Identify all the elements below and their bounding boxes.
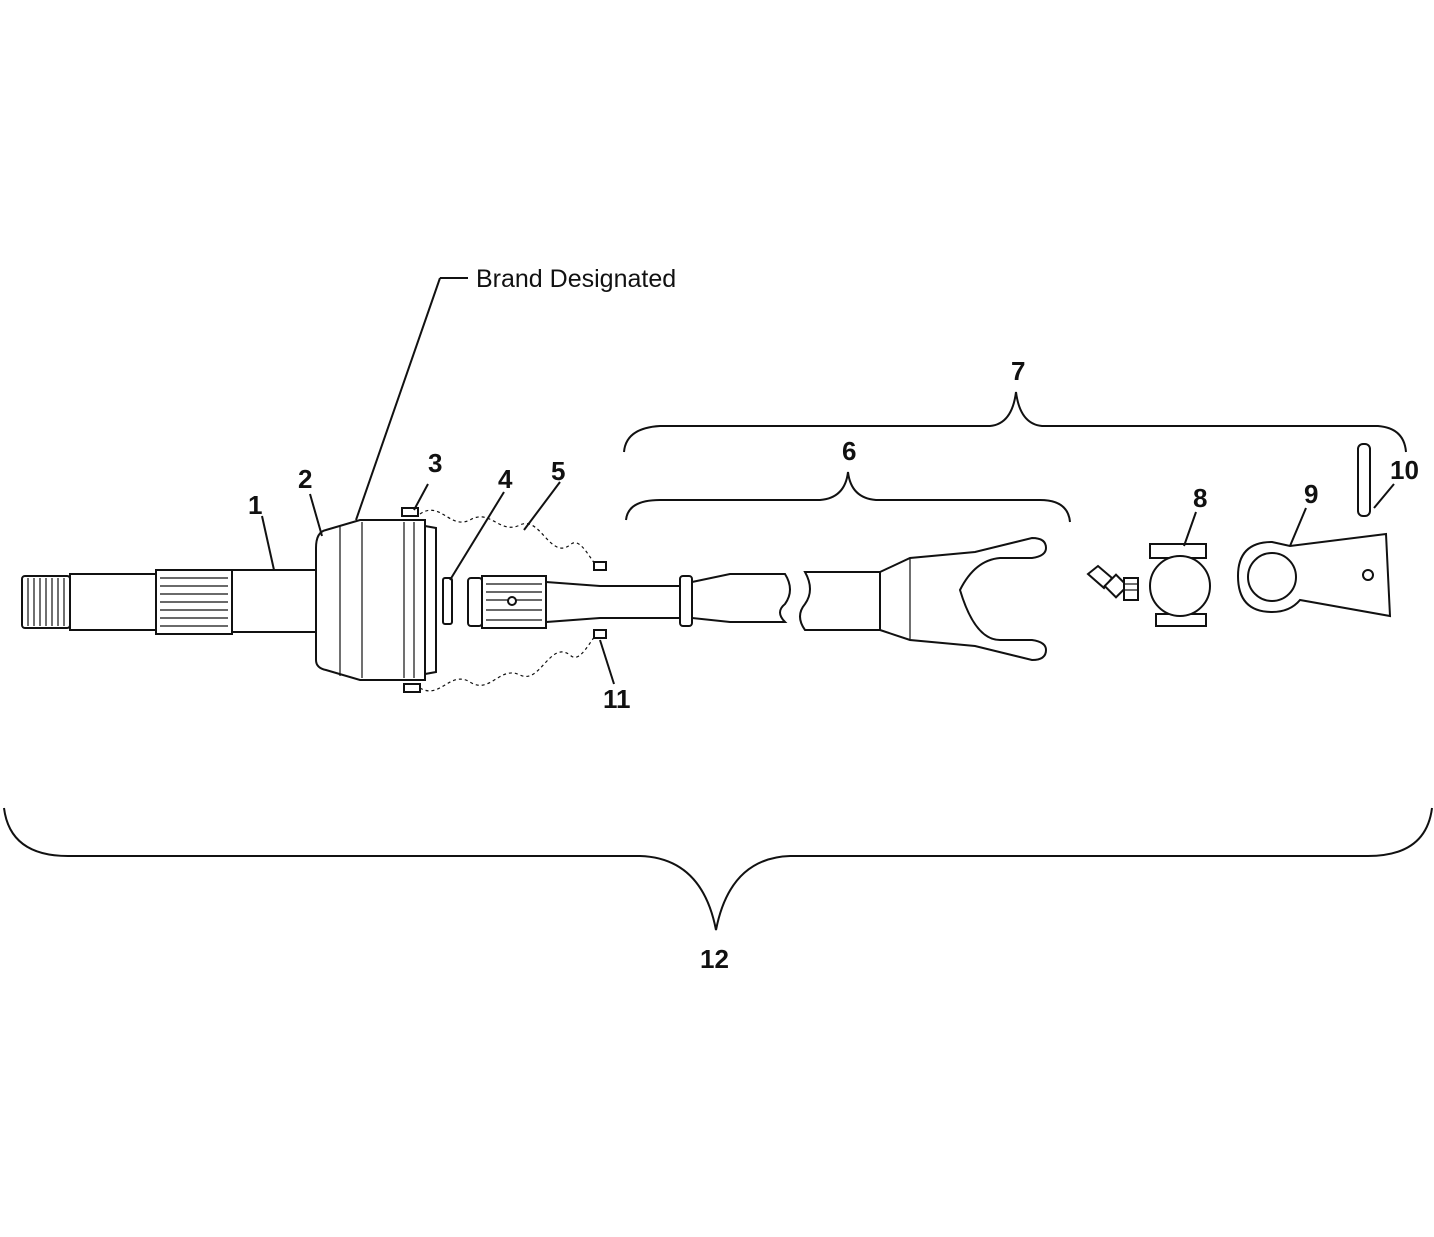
- grease-fitting-part-8: [1086, 564, 1139, 601]
- callout-1: 1: [248, 490, 262, 520]
- callout-6: 6: [842, 436, 856, 466]
- callout-5: 5: [551, 456, 565, 486]
- callout-3: 3: [428, 448, 442, 478]
- callout-10: 10: [1390, 455, 1419, 485]
- callout-9: 9: [1304, 479, 1318, 509]
- brand-designated-note: Brand Designated: [476, 265, 676, 293]
- clamp-part-3: [401, 507, 421, 693]
- cv-joint-housing-part-2: [315, 519, 437, 681]
- callout-7: 7: [1011, 356, 1025, 386]
- brace-6: [625, 471, 1071, 523]
- callout-4: 4: [498, 464, 513, 494]
- callout-8: 8: [1193, 483, 1207, 513]
- shaft-yoke-part-6: [467, 536, 1048, 662]
- clip-part-11: [593, 629, 607, 639]
- yoke-part-9: [1236, 532, 1392, 618]
- callout-12: 12: [700, 944, 729, 974]
- stub-shaft-part-1: [21, 569, 317, 635]
- callout-11: 11: [603, 684, 631, 714]
- callout-2: 2: [298, 464, 312, 494]
- ring-part-4: [442, 577, 453, 625]
- cross-bearing-part-8: [1149, 543, 1211, 627]
- leader-lines: [261, 277, 1395, 685]
- pin-part-10: [1357, 443, 1371, 517]
- brace-12: [3, 807, 1433, 931]
- boot-part-5: [419, 509, 601, 692]
- brace-7: [623, 391, 1407, 453]
